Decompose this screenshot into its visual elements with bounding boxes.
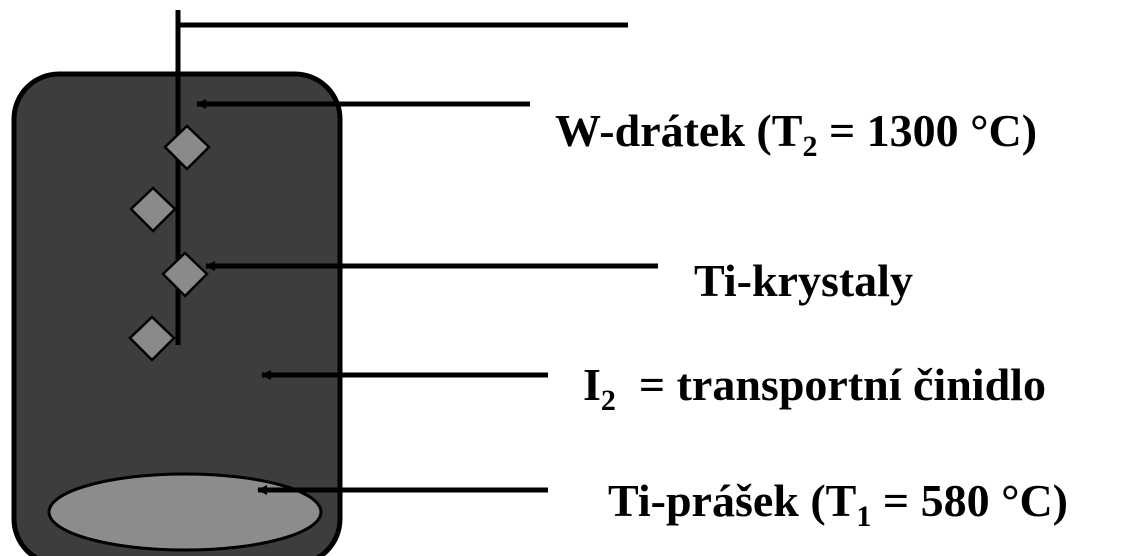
ti-crystals: [128, 124, 211, 362]
powder-label-suffix: = 580 °C): [871, 475, 1069, 526]
ti-crystal: [128, 315, 176, 362]
ti-crystal: [161, 251, 209, 298]
wire-label-subscript: 2: [802, 130, 818, 163]
crystals-label-text: Ti-krystaly: [694, 255, 913, 306]
powder-label: Ti-prášek (T1 = 580 °C): [608, 475, 1069, 532]
powder-label-prefix: Ti-prášek (T: [608, 475, 857, 526]
wire-label: W-drátek (T2 = 1300 °C): [555, 105, 1038, 162]
ti-powder: [47, 472, 323, 552]
ti-crystal: [129, 186, 177, 233]
iodine-label: I2 = transportní činidlo: [583, 359, 1046, 416]
iodine-label-subscript: 2: [600, 384, 616, 417]
powder-label-subscript: 1: [856, 500, 872, 533]
ti-crystal: [163, 124, 211, 171]
wire-label-prefix: W-drátek (T: [555, 105, 803, 156]
iodine-label-prefix: I: [583, 359, 601, 410]
iodine-label-suffix: = transportní činidlo: [615, 359, 1046, 410]
wire-label-suffix: = 1300 °C): [817, 105, 1038, 156]
crystals-label: Ti-krystaly: [694, 258, 913, 304]
